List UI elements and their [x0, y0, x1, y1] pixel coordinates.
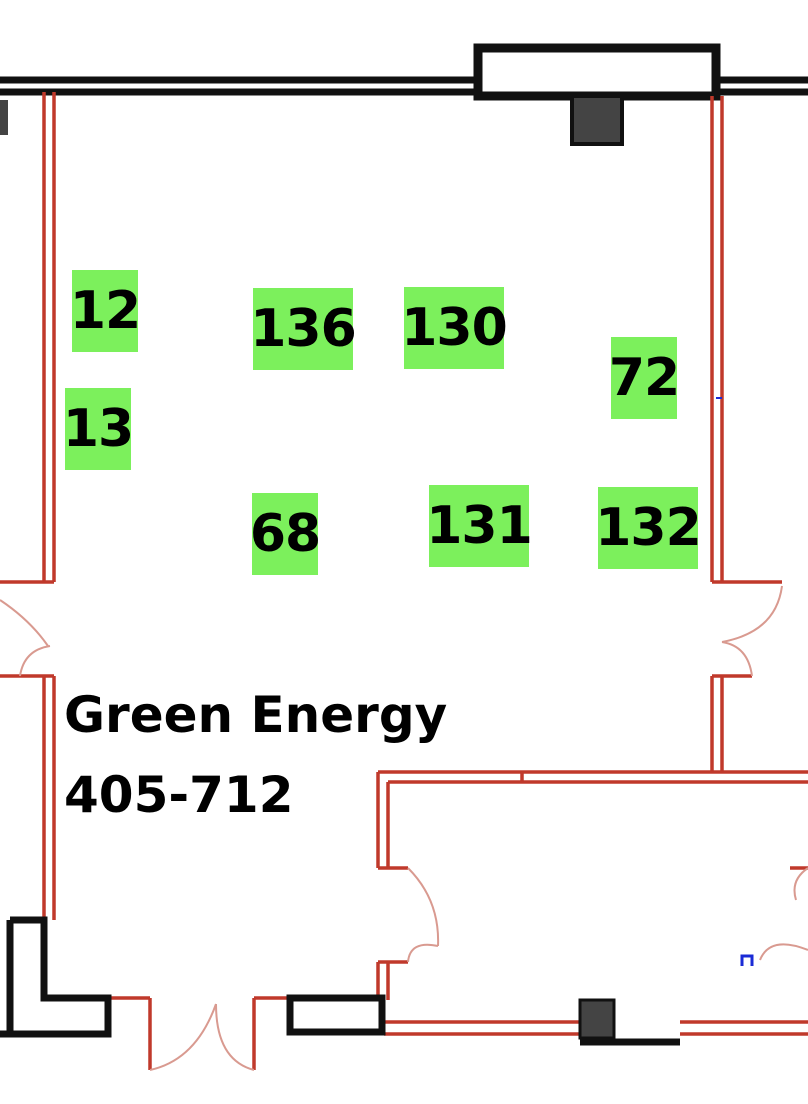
booth-130[interactable]: 130	[401, 287, 508, 369]
booth-13[interactable]: 13	[63, 388, 134, 470]
bottom-exterior-walls	[0, 916, 680, 1046]
booth-72[interactable]: 72	[609, 337, 680, 419]
booth-12[interactable]: 12	[70, 270, 141, 352]
interior-walls	[0, 92, 808, 1070]
room-number: 405-712	[64, 766, 294, 824]
booth-131[interactable]: 131	[426, 485, 533, 567]
door-swings	[0, 585, 808, 1071]
exterior-walls	[0, 43, 808, 101]
column	[570, 94, 624, 146]
column	[578, 998, 616, 1040]
booth-136[interactable]: 136	[250, 288, 357, 370]
booth-132[interactable]: 132	[595, 487, 702, 569]
wall-stub	[0, 100, 8, 135]
booth-68[interactable]: 68	[250, 493, 321, 575]
marker-icon	[740, 954, 754, 966]
room-name: Green Energy	[64, 686, 448, 744]
